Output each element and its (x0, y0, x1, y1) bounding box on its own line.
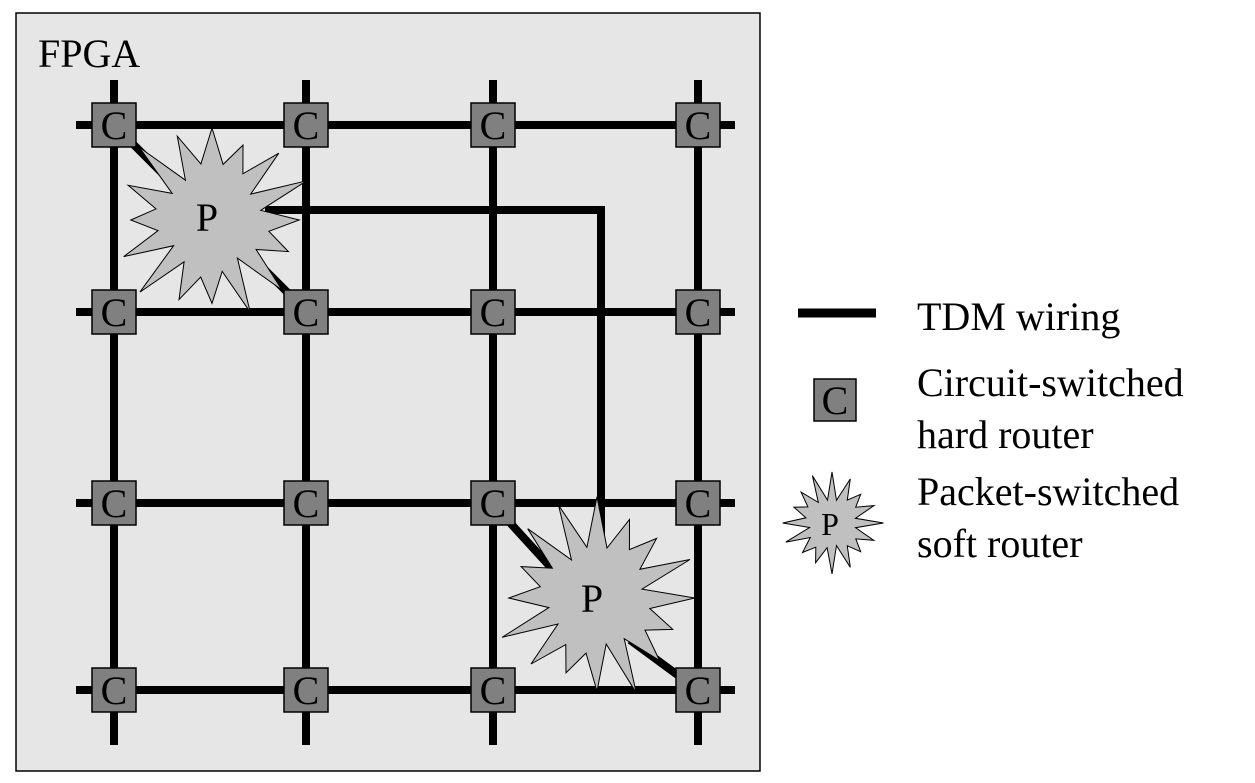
soft-router-letter: P (581, 576, 603, 621)
square-router-icon (470, 667, 516, 713)
hard-router-letter: C (685, 290, 712, 335)
square-router-icon (470, 102, 516, 148)
soft-routers: P P (123, 126, 695, 694)
tdm-grid-wires (76, 80, 735, 745)
soft-router-p1: P (123, 126, 307, 313)
hard-router-letter: C (101, 668, 128, 713)
hard-router-r3-c0: C (91, 667, 137, 713)
square-router-icon (813, 378, 857, 422)
legend-hard-router-sample: C (813, 378, 857, 423)
hard-router-letter: C (480, 668, 507, 713)
hard-router-r2-c1: C (283, 480, 329, 526)
hard-router-letter: C (293, 481, 320, 526)
starburst-router-icon (782, 471, 884, 574)
hard-router-r1-c1: C (283, 289, 329, 335)
square-router-icon (675, 480, 721, 526)
hard-router-r3-c1: C (283, 667, 329, 713)
square-router-icon (283, 480, 329, 526)
soft-router-p2: P (501, 496, 695, 694)
hard-router-r0-c1: C (283, 102, 329, 148)
hard-router-r1-c2: C (470, 289, 516, 335)
starburst-router-icon (123, 126, 307, 313)
legend: TDM wiring C Circuit-switched hard route… (782, 294, 1184, 574)
link-p1-to-p2-route (265, 206, 605, 540)
square-router-icon (675, 102, 721, 148)
legend-hard-router-line1: Circuit-switched (917, 360, 1184, 405)
legend-soft-router-sample: P (782, 471, 884, 574)
hard-routers: C C C C C C C C C C C C C C C C (91, 102, 721, 713)
square-router-icon (91, 102, 137, 148)
hard-router-letter: C (685, 668, 712, 713)
hard-router-r0-c0: C (91, 102, 137, 148)
hard-router-r1-c3: C (675, 289, 721, 335)
square-router-icon (283, 667, 329, 713)
legend-hard-router-letter: C (822, 378, 849, 423)
hard-router-letter: C (293, 668, 320, 713)
hard-router-r0-c2: C (470, 102, 516, 148)
hard-router-r2-c2: C (470, 480, 516, 526)
soft-router-letter: P (196, 195, 218, 240)
hard-router-r2-c3: C (675, 480, 721, 526)
hard-router-r2-c0: C (91, 480, 137, 526)
legend-soft-router-line2: soft router (917, 521, 1083, 566)
legend-soft-router-line1: Packet-switched (917, 469, 1179, 514)
starburst-router-icon (501, 496, 695, 694)
square-router-icon (283, 289, 329, 335)
square-router-icon (283, 102, 329, 148)
fpga-label: FPGA (38, 31, 140, 76)
hard-router-letter: C (480, 103, 507, 148)
hard-router-r0-c3: C (675, 102, 721, 148)
hard-router-letter: C (101, 290, 128, 335)
square-router-icon (470, 480, 516, 526)
hard-router-letter: C (293, 290, 320, 335)
square-router-icon (91, 480, 137, 526)
hard-router-r3-c2: C (470, 667, 516, 713)
legend-soft-router-letter: P (821, 506, 839, 542)
hard-router-r3-c3: C (675, 667, 721, 713)
square-router-icon (470, 289, 516, 335)
hard-router-letter: C (685, 481, 712, 526)
hard-router-letter: C (480, 481, 507, 526)
legend-hard-router-line2: hard router (917, 412, 1094, 457)
hard-router-letter: C (480, 290, 507, 335)
hard-router-r1-c0: C (91, 289, 137, 335)
hard-router-letter: C (293, 103, 320, 148)
hard-router-letter: C (101, 481, 128, 526)
square-router-icon (675, 289, 721, 335)
square-router-icon (675, 667, 721, 713)
hard-router-letter: C (685, 103, 712, 148)
square-router-icon (91, 289, 137, 335)
hard-router-letter: C (101, 103, 128, 148)
square-router-icon (91, 667, 137, 713)
legend-tdm-wiring-label: TDM wiring (917, 294, 1120, 339)
